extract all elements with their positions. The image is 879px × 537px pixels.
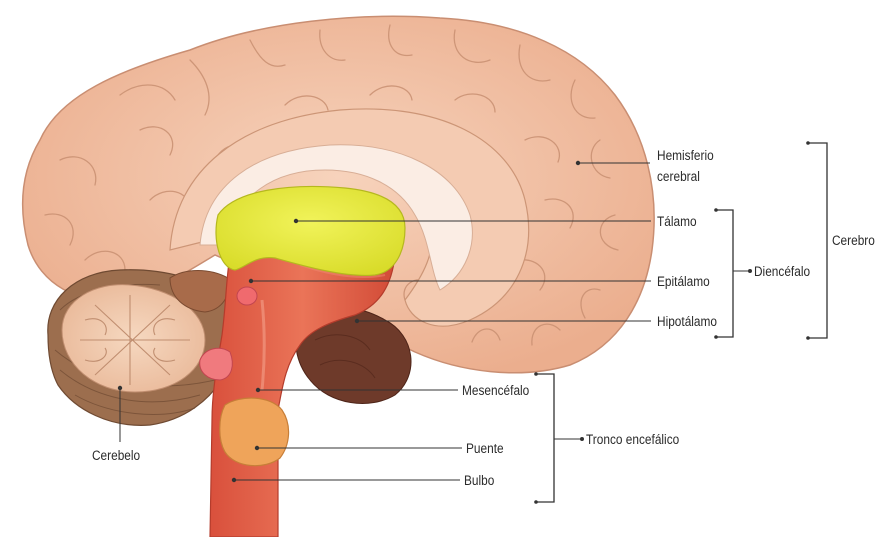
pons (220, 398, 289, 466)
label-puente: Puente (466, 440, 504, 456)
label-cerebelo: Cerebelo (92, 447, 140, 463)
label-diencefalo: Diencéfalo (754, 263, 810, 279)
label-hemisferio-line2: cerebral (657, 168, 700, 184)
label-tronco: Tronco encefálico (586, 431, 679, 447)
label-epitalamo: Epitálamo (657, 273, 710, 289)
label-talamo: Tálamo (657, 213, 697, 229)
bracket-cerebro (806, 141, 827, 340)
bracket-diencefalo (714, 208, 752, 339)
label-hemisferio-line1: Hemisferio (657, 147, 714, 163)
label-cerebro: Cerebro (832, 232, 875, 248)
label-mesencefalo: Mesencéfalo (462, 382, 529, 398)
label-bulbo: Bulbo (464, 472, 494, 488)
bracket-tronco (534, 372, 584, 504)
thalamus (216, 186, 405, 275)
label-hipotalamo: Hipotálamo (657, 313, 717, 329)
